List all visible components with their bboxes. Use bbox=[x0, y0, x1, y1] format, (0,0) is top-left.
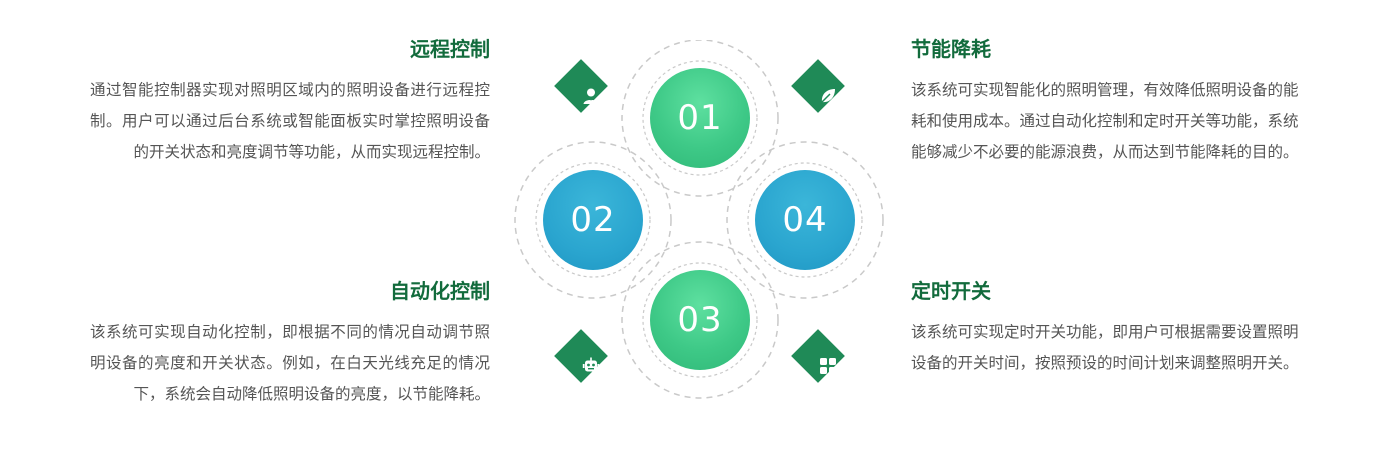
robot-icon-badge bbox=[554, 329, 608, 383]
inner-ring-03 bbox=[642, 262, 758, 378]
user-icon-badge bbox=[554, 59, 608, 113]
feature-title: 自动化控制 bbox=[390, 279, 490, 303]
inner-ring-01 bbox=[642, 60, 758, 176]
step-circle-02: 02 bbox=[543, 170, 643, 270]
step-circle-01: 01 bbox=[650, 68, 750, 168]
feature-timer-switch: 定时开关 该系统可实现定时开关功能，即用户可根据需要设置照明设备的开关时间，按照… bbox=[911, 277, 1311, 379]
feature-description: 该系统可实现自动化控制，即根据不同的情况自动调节照明设备的亮度和开关状态。例如，… bbox=[90, 323, 490, 403]
feature-automation-control: 自动化控制 该系统可实现自动化控制，即根据不同的情况自动调节照明设备的亮度和开关… bbox=[90, 277, 490, 410]
inner-ring-04 bbox=[747, 162, 863, 278]
step-circle-04: 04 bbox=[755, 170, 855, 270]
step-circle-03: 03 bbox=[650, 270, 750, 370]
feature-title: 定时开关 bbox=[911, 279, 991, 303]
outer-ring-03 bbox=[621, 241, 779, 399]
outer-ring-01 bbox=[621, 40, 779, 197]
feature-remote-control: 远程控制 通过智能控制器实现对照明区域内的照明设备进行远程控制。用户可以通过后台… bbox=[90, 35, 490, 168]
feature-energy-saving: 节能降耗 该系统可实现智能化的照明管理，有效降低照明设备的能耗和使用成本。通过自… bbox=[911, 35, 1311, 168]
feature-title: 远程控制 bbox=[410, 37, 490, 61]
feature-description: 通过智能控制器实现对照明区域内的照明设备进行远程控制。用户可以通过后台系统或智能… bbox=[90, 81, 490, 161]
inner-ring-02 bbox=[535, 162, 651, 278]
central-diagram: 01 02 04 03 bbox=[500, 40, 900, 430]
apps-grid-icon-badge bbox=[791, 329, 845, 383]
outer-ring-02 bbox=[514, 141, 672, 299]
outer-ring-04 bbox=[726, 141, 884, 299]
leaf-icon-badge bbox=[791, 59, 845, 113]
dashed-rings bbox=[514, 40, 884, 399]
feature-description: 该系统可实现智能化的照明管理，有效降低照明设备的能耗和使用成本。通过自动化控制和… bbox=[911, 81, 1299, 161]
feature-title: 节能降耗 bbox=[911, 37, 991, 61]
feature-description: 该系统可实现定时开关功能，即用户可根据需要设置照明设备的开关时间，按照预设的时间… bbox=[911, 323, 1299, 372]
